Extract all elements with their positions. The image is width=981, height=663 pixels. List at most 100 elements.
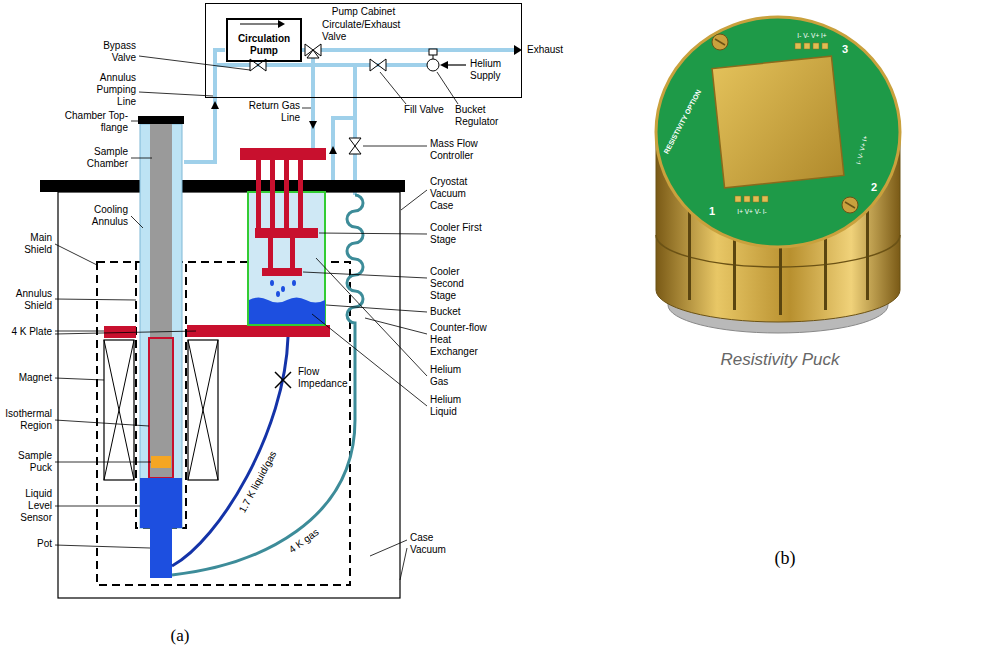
plate bbox=[187, 325, 330, 337]
leader-line bbox=[370, 540, 407, 556]
leader-line bbox=[55, 420, 149, 426]
channel-number: 3 bbox=[842, 43, 848, 56]
contact-pad bbox=[813, 43, 819, 49]
arrowhead bbox=[514, 45, 522, 55]
arrowhead bbox=[278, 20, 285, 28]
part-label: Fill Valve bbox=[404, 104, 444, 116]
part-label: Helium Supply bbox=[470, 58, 518, 82]
leader-line bbox=[303, 272, 427, 278]
part-label: Cooler First Stage bbox=[430, 222, 482, 246]
part-label: Flow Impedance bbox=[298, 366, 352, 390]
leader-line bbox=[131, 158, 152, 159]
leader-line bbox=[55, 331, 196, 334]
sample-pad bbox=[712, 56, 844, 188]
panel-label: (b) bbox=[765, 548, 805, 570]
regulator bbox=[427, 59, 439, 71]
part-label: Bucket Regulator bbox=[455, 104, 513, 128]
cooler-rod bbox=[256, 160, 261, 228]
drop bbox=[281, 286, 285, 292]
leader-line bbox=[302, 108, 311, 109]
channel-number: 2 bbox=[871, 181, 877, 194]
leader-line bbox=[139, 56, 250, 70]
flow-label: 4 K gas bbox=[287, 526, 321, 556]
regulator-gauge bbox=[429, 49, 437, 55]
cabinet-title: Pump Cabinet bbox=[210, 6, 517, 18]
leader-line bbox=[55, 545, 150, 548]
first-stage bbox=[255, 228, 318, 238]
magnet-cross bbox=[104, 340, 134, 480]
pump-arrow bbox=[240, 23, 279, 24]
helium-line bbox=[215, 63, 427, 67]
screw-slot bbox=[845, 202, 855, 208]
part-label: Helium Gas bbox=[430, 364, 482, 388]
part-label: Chamber Top-flange bbox=[58, 110, 128, 134]
leader-line bbox=[401, 190, 427, 210]
leader-line bbox=[319, 233, 427, 234]
pump-cabinet: Pump CabinetCirculation Pump bbox=[205, 3, 522, 98]
cooling-annulus bbox=[140, 124, 182, 528]
contact-pad bbox=[753, 196, 759, 202]
leader-line bbox=[380, 72, 406, 104]
vacuum-case bbox=[58, 192, 400, 598]
liquid-line bbox=[172, 337, 288, 566]
screw-slot bbox=[715, 39, 725, 45]
contact-pads bbox=[735, 43, 828, 202]
sample-chamber bbox=[150, 124, 172, 478]
part-label: Return Gas Line bbox=[248, 100, 300, 124]
drop bbox=[292, 280, 296, 286]
part-label: Helium Liquid bbox=[430, 394, 482, 418]
screw bbox=[712, 34, 728, 50]
part-label: 4 K Plate bbox=[2, 326, 52, 338]
leader-line bbox=[316, 258, 427, 376]
drop bbox=[276, 291, 280, 297]
second-stage bbox=[262, 268, 302, 276]
flow-arrow bbox=[329, 146, 337, 154]
panel-label: (a) bbox=[160, 626, 200, 646]
part-label: Cooler Second Stage bbox=[430, 266, 482, 302]
magnet bbox=[188, 340, 218, 480]
cooler-rod bbox=[290, 238, 295, 268]
leader-line bbox=[312, 314, 427, 406]
sample-puck bbox=[151, 456, 171, 468]
part-label: Circulate/Exhaust Valve bbox=[322, 19, 417, 43]
contact-pad bbox=[822, 43, 828, 49]
helium-liquid bbox=[249, 298, 325, 325]
leader-line bbox=[55, 331, 104, 332]
magnet bbox=[104, 340, 134, 480]
part-label: Annulus Pumping Line bbox=[78, 72, 136, 108]
leader-line bbox=[326, 305, 427, 312]
puck-board bbox=[656, 17, 900, 247]
isothermal-region bbox=[149, 338, 173, 478]
cooler-rod bbox=[298, 160, 303, 228]
fill-line bbox=[353, 65, 357, 138]
circulation-pump-box: Circulation Pump bbox=[226, 18, 302, 62]
part-label: Cooling Annulus bbox=[58, 204, 128, 228]
cooler-rod bbox=[284, 160, 289, 228]
part-label: Sample Chamber bbox=[58, 146, 128, 170]
three-way-valve bbox=[305, 44, 321, 58]
annulus-liquid bbox=[140, 478, 182, 528]
leader-line bbox=[131, 216, 143, 228]
contact-pad bbox=[804, 43, 810, 49]
drops bbox=[270, 280, 296, 297]
leader-line bbox=[55, 244, 97, 265]
leader-line bbox=[55, 462, 151, 463]
part-label: Pot bbox=[2, 538, 52, 550]
cooler-flange bbox=[240, 148, 326, 160]
part-label: Exhaust bbox=[527, 44, 587, 56]
top-flange bbox=[138, 116, 184, 124]
contact-pad bbox=[762, 196, 768, 202]
part-label: Sample Puck bbox=[2, 450, 52, 474]
flow-impedance bbox=[275, 372, 291, 388]
leader-line bbox=[437, 72, 458, 104]
magnet-cross bbox=[188, 340, 218, 480]
pin-names: I+ V+ V- I- bbox=[737, 208, 766, 216]
gas-lines bbox=[184, 50, 514, 195]
part-label: Main Shield bbox=[2, 232, 52, 256]
screw bbox=[842, 197, 858, 213]
drop bbox=[270, 280, 274, 286]
part-label: Counter-flow Heat Exchanger bbox=[430, 322, 490, 358]
pump-label: Circulation Pump bbox=[232, 33, 296, 57]
pot bbox=[150, 528, 172, 578]
